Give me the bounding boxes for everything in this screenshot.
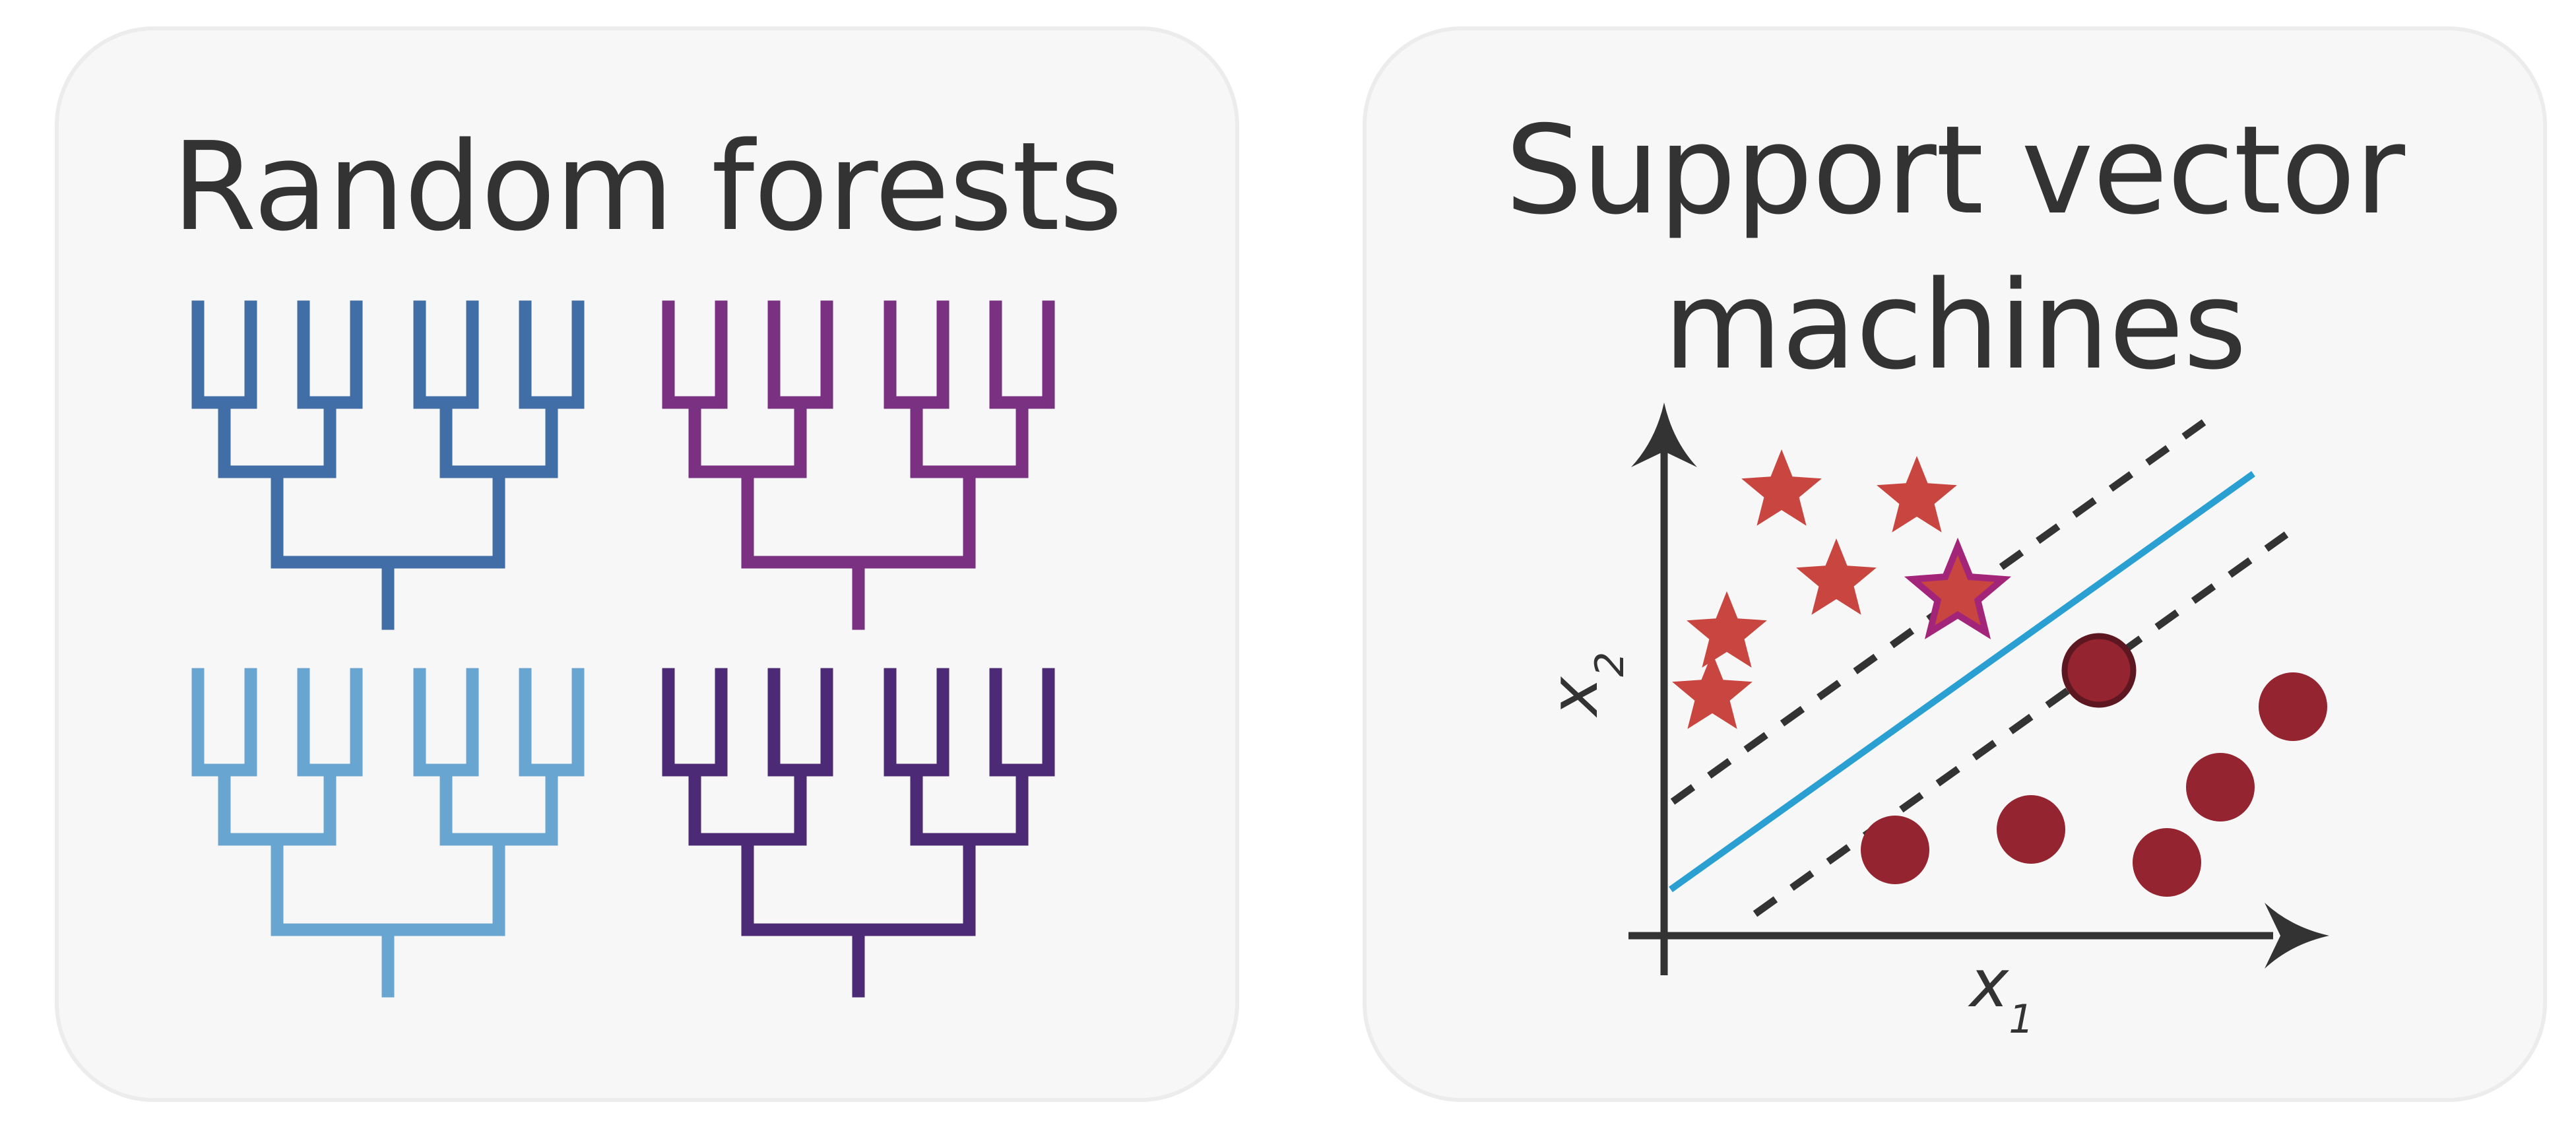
decision-tree-3: [191, 668, 585, 998]
class-b-circle: [2186, 753, 2255, 822]
class-b-circle: [2133, 828, 2201, 897]
support-vector-star: [1904, 537, 2012, 639]
class-a-star: [1687, 591, 1767, 668]
class-b-circle: [1997, 795, 2065, 864]
random-forest-title: Random forests: [172, 115, 1122, 258]
decision-trees: [191, 300, 1055, 998]
class-a-star: [1877, 456, 1957, 532]
svm-title-line1: Support vector: [1505, 99, 2405, 242]
svm-points: [1672, 449, 2327, 897]
class-a-star: [1741, 449, 1822, 526]
x-axis-arrowhead: [2265, 903, 2329, 969]
class-a-star: [1796, 538, 1877, 615]
svm-title-line2: machines: [1663, 254, 2247, 397]
support-vector-circle: [2061, 633, 2137, 708]
class-b-circle: [1861, 816, 1929, 884]
svm-axes: [1628, 403, 2329, 975]
lower-margin-line: [1753, 531, 2289, 917]
class-a-star: [1672, 653, 1753, 729]
x2-axis-label: x2: [1535, 652, 1633, 718]
decision-tree-1: [191, 300, 585, 630]
hyperplane-line: [1669, 470, 2255, 893]
decision-tree-4: [662, 668, 1055, 998]
decision-tree-2: [662, 300, 1055, 630]
y-axis-arrowhead: [1631, 403, 1697, 467]
class-b-circle: [2259, 672, 2327, 741]
random-forest-card: Random forests: [55, 26, 1239, 1102]
svm-plot: x1 x2: [1535, 403, 2329, 1043]
x1-axis-label: x1: [1968, 945, 2034, 1043]
